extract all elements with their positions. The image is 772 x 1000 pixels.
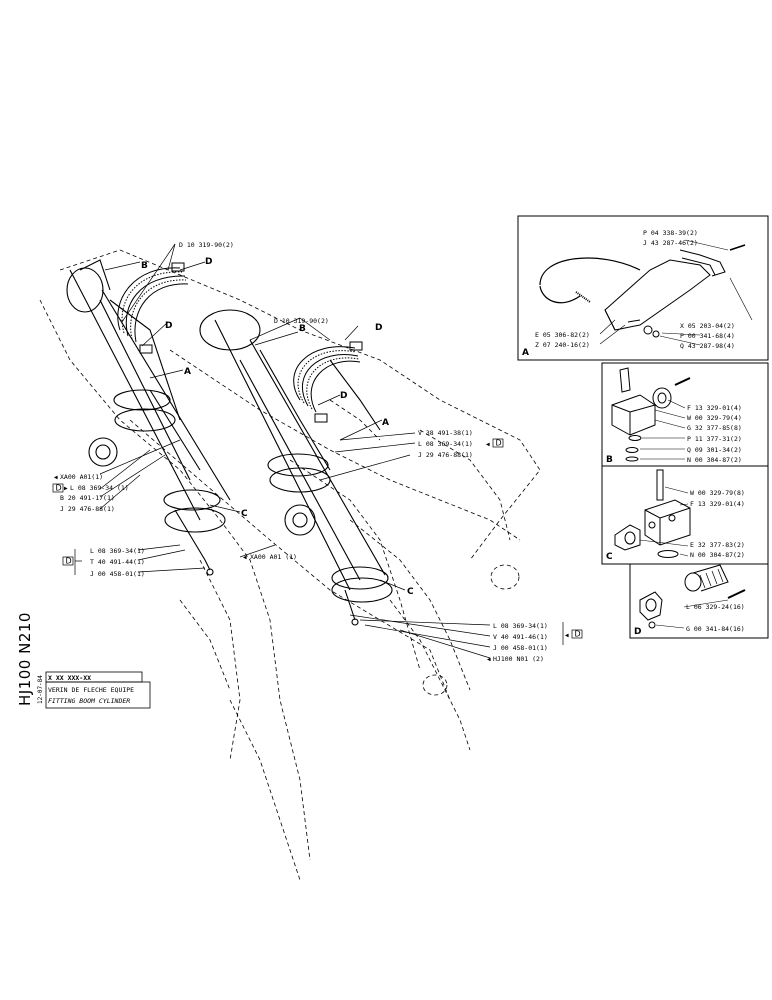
callout-b-left: B: [141, 261, 148, 271]
label-l-08-369-34-r2: L 08 369-34(1): [493, 622, 548, 630]
detail-b-letter: B: [606, 455, 613, 465]
detail-c-letter: C: [606, 552, 613, 562]
label-j-43-287-46: J 43 287-46(2): [643, 239, 698, 247]
label-j-29-476-88-right: J 29 476-88(1): [418, 451, 473, 459]
right-hose: [293, 341, 363, 423]
label-n-00-304-87-c: N 00 304-87(2): [690, 551, 745, 559]
right-boom-cylinder: [199, 309, 393, 626]
label-l-06-329-24: L 06 329-24(16): [686, 603, 745, 611]
label-j-29-476-88-left: J 29 476-88(1): [60, 505, 115, 513]
svg-text:◀: ◀: [54, 474, 58, 481]
box-d-2: D: [66, 557, 72, 566]
callout-c-left: C: [241, 509, 248, 519]
svg-text:◀: ◀: [486, 441, 490, 448]
hose-label-left: D 10 319-90(2): [179, 241, 234, 249]
box-d-r2: D: [575, 630, 581, 639]
svg-text:▶: ▶: [64, 485, 68, 492]
label-f-13-329-01-b: F 13 329-01(4): [687, 404, 742, 412]
leader-lines: [99, 243, 491, 659]
label-j-00-458-01-right: J 00 458-01(1): [493, 644, 548, 652]
label-v-40-491-46: V 40 491-46(1): [493, 633, 548, 641]
detail-d-letter: D: [634, 627, 641, 637]
callout-a-right: A: [382, 418, 389, 428]
left-part-list: XA00 A01(1) ◀ D ▶ L 08 369-34 (1) B 20 4…: [52, 473, 297, 578]
box-d-1: D: [56, 484, 62, 493]
label-z-07-240-16: Z 07 240-16(2): [535, 341, 590, 349]
label-g-00-341-84: G 00 341-84(16): [686, 625, 745, 633]
label-q-09-301-34: Q 09 301-34(2): [687, 446, 742, 454]
callout-b-right: B: [299, 324, 306, 334]
label-b-20-491-17: B 20 491-17(1): [60, 494, 115, 502]
label-e-32-377-83: E 32 377-83(2): [690, 541, 745, 549]
callout-d-left-top: D: [205, 257, 212, 267]
callout-d-right-mid: D: [340, 391, 347, 401]
label-j-00-458-01-left: J 00 458-01(1): [90, 570, 145, 578]
left-hose: [117, 262, 189, 354]
detail-d-panel: D L 06 329-24(16) G 00 341-84(16): [629, 563, 769, 639]
callout-d-right-top: D: [375, 323, 382, 333]
left-boom-cylinder: [66, 259, 231, 576]
label-p-00-341-68: P 00 341-68(4): [680, 332, 735, 340]
label-e-05-306-82: E 05 306-82(2): [535, 331, 590, 339]
detail-b-panel: B F 13 329-01(4) W 00 329-79(4) G 32 377…: [601, 362, 769, 467]
drawing-code: HJ100 N210: [16, 612, 34, 706]
label-g-32-377-85: G 32 377-85(8): [687, 424, 742, 432]
label-xa00-a01-mid: XA00 A01 (1): [250, 553, 297, 561]
label-w-00-329-79-b: W 00 329-79(4): [687, 414, 742, 422]
drawing-date: 12-07-84: [37, 675, 44, 704]
hose-label-right: D 10 319-90(2): [274, 317, 329, 325]
title-english: FITTING BOOM CYLINDER: [48, 697, 130, 705]
callout-c-right: C: [407, 587, 414, 597]
label-f-13-329-01-c: F 13 329-01(4): [690, 500, 745, 508]
label-p-04-338-39: P 04 338-39(2): [643, 229, 698, 237]
label-p-11-377-31: P 11 377-31(2): [687, 435, 742, 443]
label-w-00-329-79-c: W 00 329-79(8): [690, 489, 745, 497]
title-block: HJ100 N210 12-07-84 X XX XXX-XX VERIN DE…: [16, 612, 151, 709]
label-x-05-203-04: X 05 203-04(2): [680, 322, 735, 330]
box-d-r1: D: [496, 439, 502, 448]
label-q-43-287-98: Q 43 287-98(4): [680, 342, 735, 350]
label-l-08-369-34-a: L 08 369-34 (1): [70, 484, 129, 492]
svg-text:◀: ◀: [243, 554, 247, 561]
label-hj100-n01: HJ100 N01 (2): [493, 655, 544, 663]
drawing-ref: X XX XXX-XX: [48, 674, 91, 682]
label-l-08-369-34-r1: L 08 369-34(1): [418, 440, 473, 448]
label-t-40-491-44: T 40 491-44(1): [90, 558, 145, 566]
detail-c-panel: C W 00 329-79(8) F 13 329-01(4) E 32 377…: [601, 465, 769, 565]
svg-text:◀: ◀: [487, 656, 491, 663]
label-xa00-a01: XA00 A01(1): [60, 473, 103, 481]
detail-a-panel: A P 04 338-39(2) J 43 287-46(2) X 05 203…: [517, 215, 769, 361]
callout-a-left: A: [184, 367, 191, 377]
title-french: VERIN DE FLECHE EQUIPE: [48, 686, 134, 694]
label-v-38-491-38: V 38 491-38(1): [418, 429, 473, 437]
detail-a-letter: A: [522, 348, 529, 358]
callout-d-left-mid: D: [165, 321, 172, 331]
svg-text:◀: ◀: [565, 632, 569, 639]
label-l-08-369-34-b: L 08 369-34(1): [90, 547, 145, 555]
right-part-list: V 38 491-38(1) L 08 369-34(1) ◀ D J 29 4…: [418, 429, 583, 663]
label-n-00-304-87-b: N 00 304-87(2): [687, 456, 742, 464]
